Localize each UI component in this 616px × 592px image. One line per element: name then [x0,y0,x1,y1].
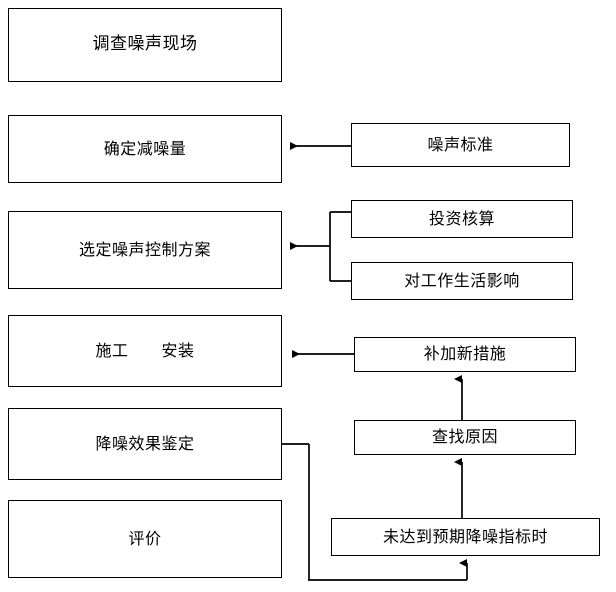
node-findcause-label: 查找原因 [431,427,498,447]
node-findcause[interactable]: 查找原因 [354,420,576,455]
node-appraisal[interactable]: 降噪效果鉴定 [8,408,282,480]
node-reduction-label: 确定减噪量 [103,138,187,158]
node-build[interactable]: 施工 安装 [8,315,282,387]
node-budget-label: 投资核算 [428,208,495,228]
node-impact[interactable]: 对工作生活影响 [351,262,573,300]
node-build-label: 施工 安装 [95,340,195,360]
node-plan-label: 选定噪声控制方案 [78,239,211,259]
node-newsteps[interactable]: 补加新措施 [354,337,576,372]
connector-appraisal-to-notmet [282,443,468,581]
node-budget[interactable]: 投资核算 [351,200,573,238]
node-appraisal-label: 降噪效果鉴定 [95,433,195,453]
node-plan[interactable]: 选定噪声控制方案 [8,211,282,289]
node-standard-label: 噪声标准 [427,134,494,154]
node-survey[interactable]: 调查噪声现场 [8,8,282,82]
node-newsteps-label: 补加新措施 [423,344,507,364]
node-reduction[interactable]: 确定减噪量 [8,115,282,183]
node-evaluate-label: 评价 [128,528,162,548]
node-impact-label: 对工作生活影响 [404,270,520,290]
connector-budget-impact-bracket [290,211,351,282]
node-survey-label: 调查噪声现场 [92,34,198,55]
node-evaluate[interactable]: 评价 [8,500,282,578]
node-standard[interactable]: 噪声标准 [351,123,570,167]
node-notmet[interactable]: 未达到预期降噪指标时 [331,518,600,556]
node-notmet-label: 未达到预期降噪指标时 [382,526,548,546]
